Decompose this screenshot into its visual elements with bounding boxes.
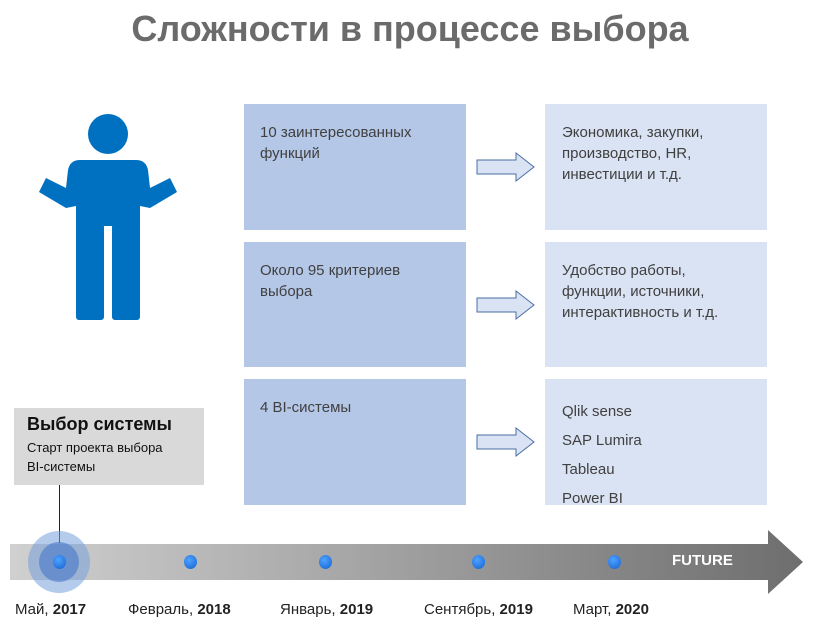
timeline-date: Май, 2017 xyxy=(15,601,87,618)
system-item: Power BI xyxy=(562,490,623,507)
timeline-date: Февраль, 2018 xyxy=(128,601,231,618)
future-label: FUTURE xyxy=(672,552,733,569)
milestone-subtitle-line: BI-системы xyxy=(27,459,96,474)
criteria-box-criteria: Около 95 критериев выбора xyxy=(244,242,466,367)
arrow-right-icon xyxy=(476,427,535,457)
detail-box-systems: Qlik sense SAP Lumira Tableau Power BI xyxy=(545,379,767,507)
timeline-date: Январь, 2019 xyxy=(280,601,374,618)
callout-connector xyxy=(59,485,60,543)
detail-box-functions: Экономика, закупки, производство, HR, ин… xyxy=(545,104,767,230)
timeline-arrow xyxy=(10,530,803,594)
timeline-dot xyxy=(319,555,332,569)
milestone-subtitle-line: Старт проекта выбора xyxy=(27,440,163,455)
timeline-dot xyxy=(184,555,197,569)
arrow-right-icon xyxy=(476,152,535,182)
detail-box-criteria: Удобство работы, функции, источники, инт… xyxy=(545,242,767,367)
criteria-box-systems: 4 BI-системы xyxy=(244,379,466,505)
timeline-dot xyxy=(472,555,485,569)
system-item: SAP Lumira xyxy=(562,432,642,449)
person-shrug-icon xyxy=(39,114,177,320)
milestone-title: Выбор системы xyxy=(27,414,172,434)
system-item: Tableau xyxy=(562,461,615,478)
timeline-dot xyxy=(608,555,621,569)
page-title: Сложности в процессе выбора xyxy=(131,8,689,49)
timeline-date: Март, 2020 xyxy=(573,601,649,618)
arrow-right-icon xyxy=(476,290,535,320)
timeline-date: Сентябрь, 2019 xyxy=(424,601,533,618)
system-item: Qlik sense xyxy=(562,403,633,420)
timeline-dot xyxy=(53,555,66,569)
criteria-box-functions: 10 заинтересованных функций xyxy=(244,104,466,230)
